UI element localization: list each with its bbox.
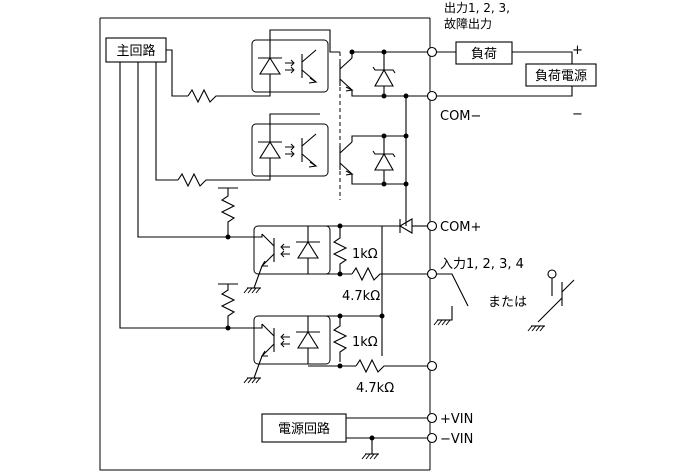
vin-plus-terminal [426, 412, 438, 424]
ground-symbol-2 [243, 377, 262, 384]
unit-boundary [99, 17, 430, 471]
power-circuit-label: 電源回路 [278, 421, 330, 437]
resistor-4k7-1-label: 4.7kΩ [342, 289, 380, 304]
input-terminal-2 [426, 360, 438, 372]
transistor-output-1 [339, 57, 353, 92]
resistor-4k7-2 [355, 358, 428, 374]
ground-symbol-3 [361, 453, 380, 460]
output-header-line1: 出力1, 2, 3, [444, 1, 510, 15]
input-header: 入力1, 2, 3, 4 [440, 257, 524, 272]
resistor-4k7-1 [351, 266, 432, 282]
ground-symbol-1 [243, 287, 262, 294]
photocoupler-input-2 [253, 315, 331, 365]
or-label: または [488, 295, 527, 310]
photocoupler-output-1 [251, 39, 329, 93]
load-box [455, 41, 513, 65]
vin-minus-label: −VIN [440, 432, 473, 447]
resistor-4k7-2-label: 4.7kΩ [356, 381, 394, 396]
resistor-1k-1 [332, 232, 348, 274]
load-plus-label: + [572, 43, 583, 58]
com-plus-label: COM+ [440, 220, 481, 235]
load-minus-label: − [572, 107, 583, 122]
resistor-1k-2-label: 1kΩ [352, 335, 378, 350]
resistor-1k-1-label: 1kΩ [352, 247, 378, 262]
zener-diode-1 [372, 66, 396, 87]
vin-plus-label: +VIN [440, 412, 473, 427]
input-switch [436, 273, 469, 307]
resistor-pullup-1 [220, 188, 236, 237]
photocoupler-input-1 [253, 225, 331, 275]
com-minus-label: COM− [440, 109, 481, 124]
resistor-2 [177, 172, 228, 188]
resistor-1 [187, 88, 224, 104]
resistor-pullup-2 [220, 284, 236, 328]
output-terminal [426, 46, 438, 58]
com-minus-terminal [426, 90, 438, 102]
main-circuit-label: 主回路 [116, 43, 155, 59]
output-header-line2: 故障出力 [444, 16, 492, 31]
power-circuit-box [261, 413, 347, 443]
load-label: 負荷 [471, 47, 497, 62]
vin-minus-terminal [426, 432, 438, 444]
resistor-1k-2 [332, 316, 348, 362]
load-power-label: 負荷電源 [535, 69, 587, 84]
zener-diode-2 [372, 150, 396, 171]
com-plus-terminal [426, 220, 438, 232]
transistor-output-2 [339, 141, 353, 176]
photocoupler-output-2 [251, 123, 329, 177]
load-power-box [525, 63, 597, 87]
input-terminal-1 [426, 268, 438, 280]
